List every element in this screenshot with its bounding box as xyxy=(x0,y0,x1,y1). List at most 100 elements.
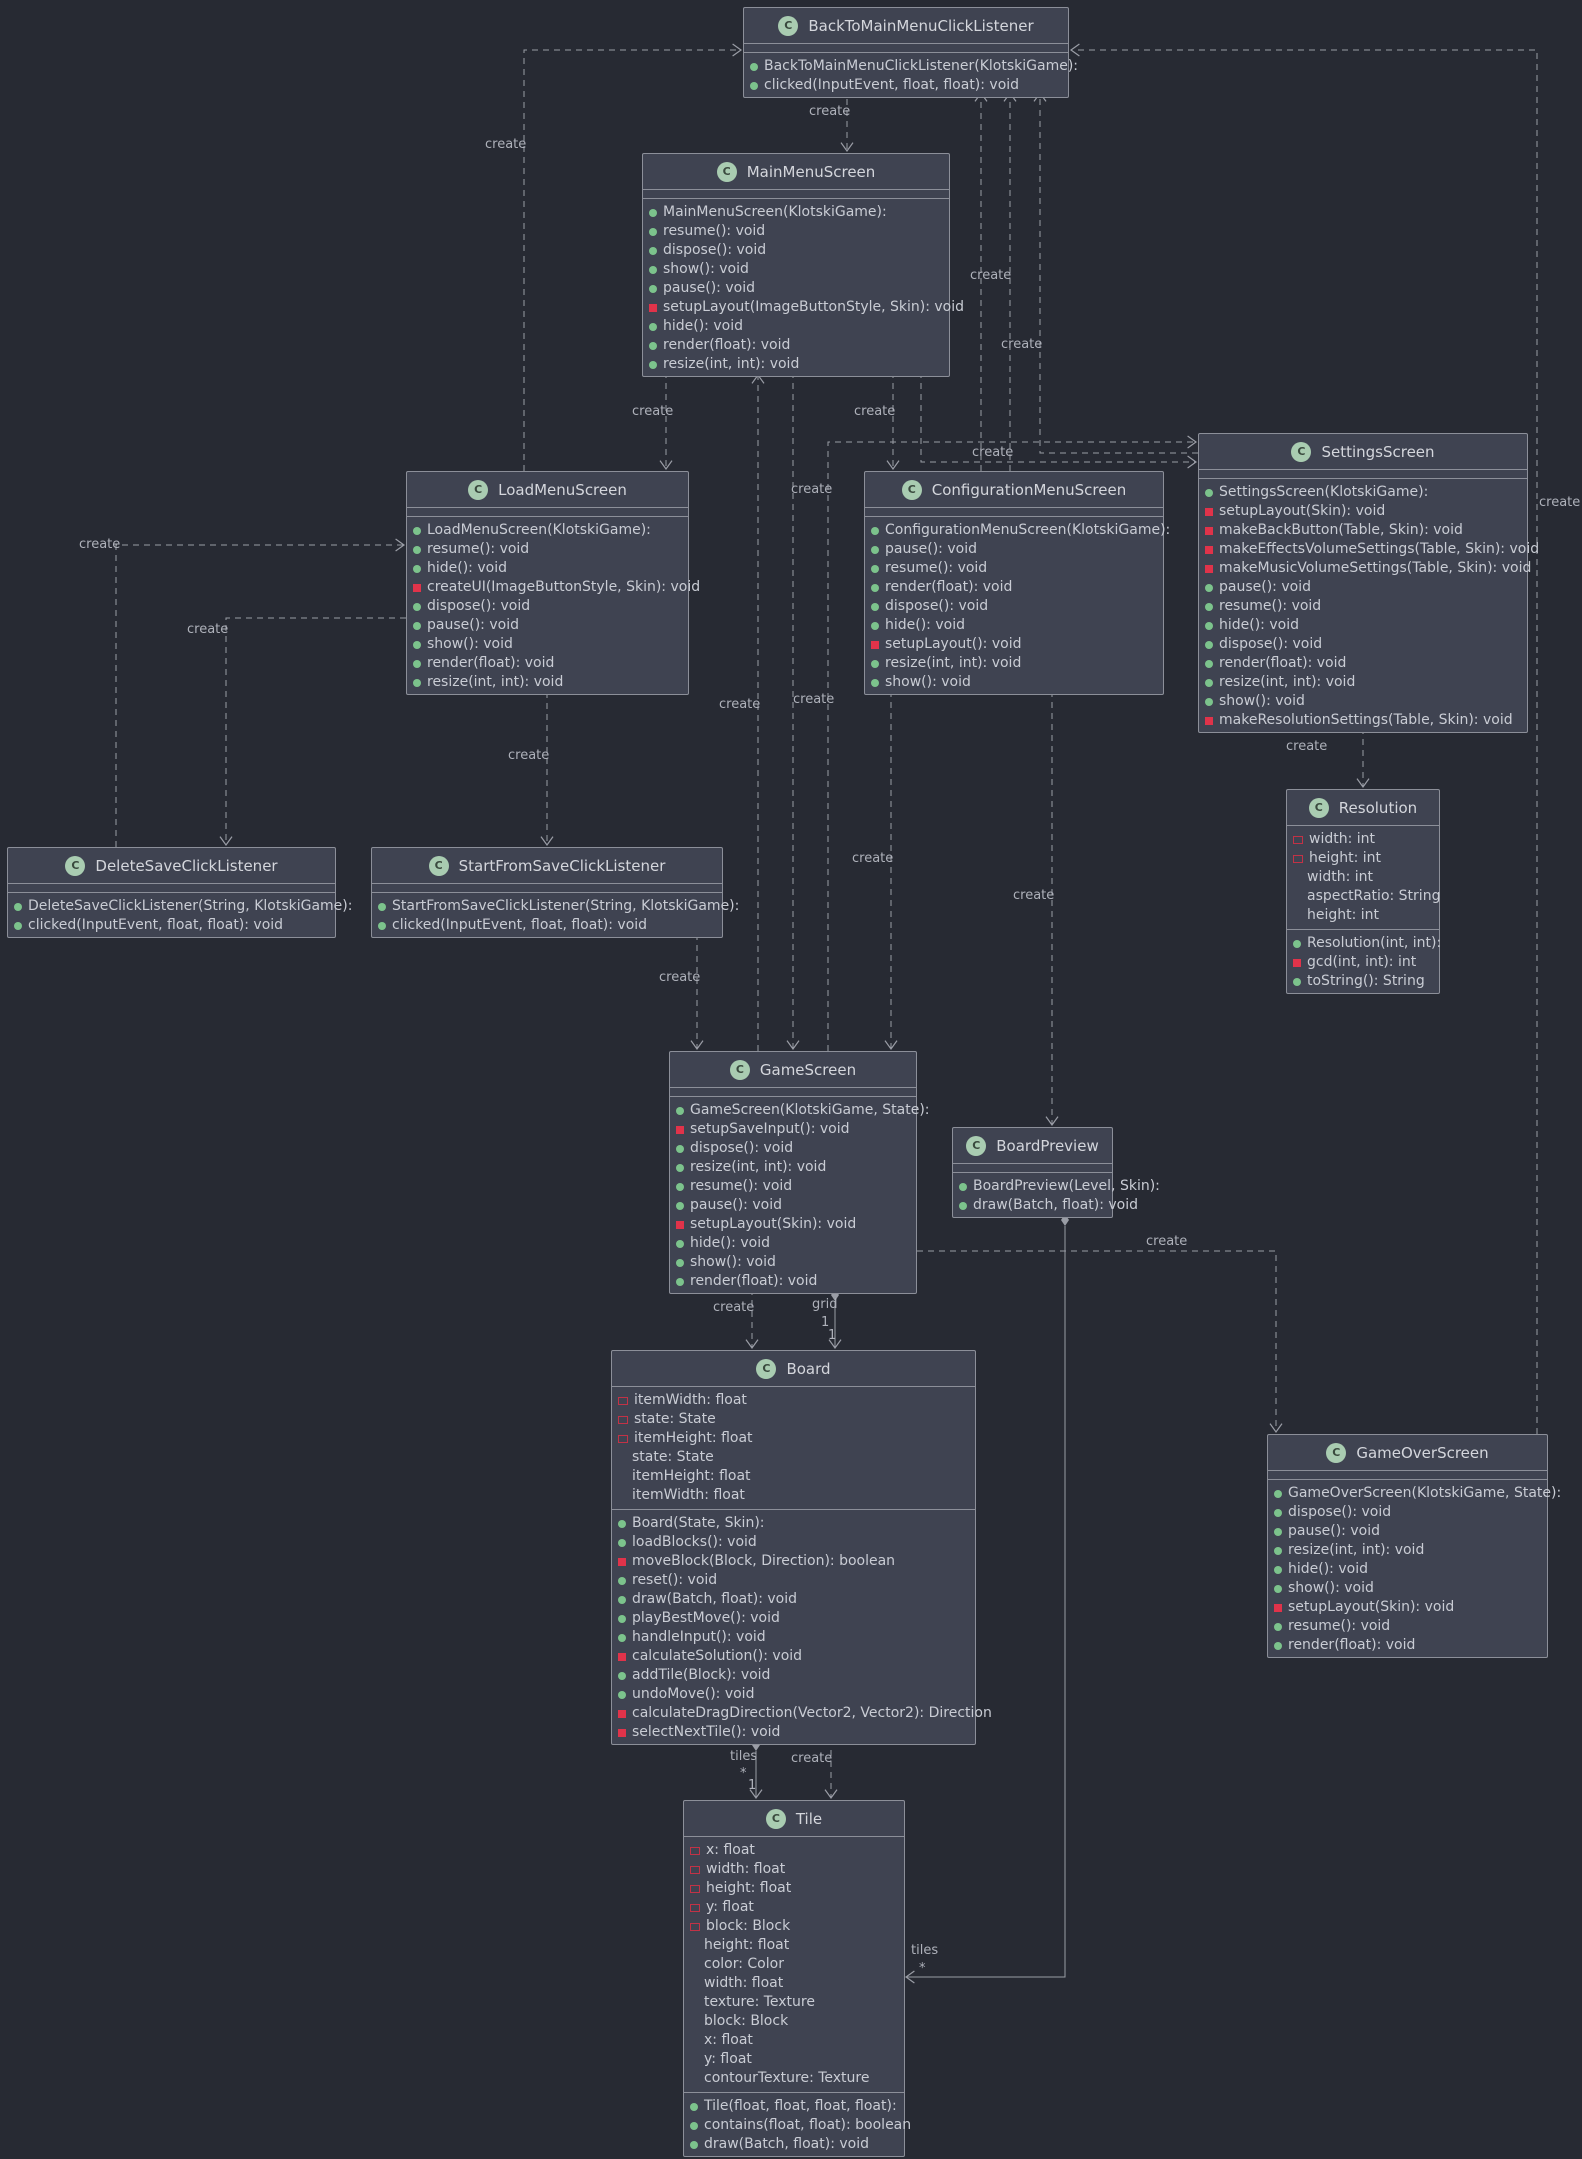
method-row: LoadMenuScreen(KlotskiGame): xyxy=(407,521,688,540)
edge-label-one: 1 xyxy=(821,1315,830,1330)
edge-label-one: 1 xyxy=(748,1778,757,1793)
method-text: SettingsScreen(KlotskiGame): xyxy=(1219,484,1429,500)
private-visibility-icon xyxy=(1293,958,1301,967)
field-text: aspectRatio: String xyxy=(1307,888,1441,904)
method-row: BackToMainMenuClickListener(KlotskiGame)… xyxy=(744,57,1078,76)
method-row: setupSaveInput(): void xyxy=(670,1120,916,1139)
public-visibility-icon xyxy=(649,341,657,350)
method-text: hide(): void xyxy=(690,1235,770,1251)
field-text: x: float xyxy=(704,2032,753,2048)
public-visibility-icon xyxy=(690,2102,698,2111)
field-row: block: Block xyxy=(684,1917,904,1936)
edge-label-create: create xyxy=(485,137,527,152)
method-row: resume(): void xyxy=(670,1177,916,1196)
private-visibility-icon xyxy=(618,1709,626,1718)
field-text: block: Block xyxy=(704,2013,789,2029)
no-visibility-icon xyxy=(1293,912,1301,920)
method-text: handleInput(): void xyxy=(632,1629,766,1645)
field-text: y: float xyxy=(706,1899,754,1915)
public-visibility-icon xyxy=(676,1106,684,1115)
method-row: calculateDragDirection(Vector2, Vector2)… xyxy=(612,1704,992,1723)
field-row: contourTexture: Texture xyxy=(684,2069,904,2088)
arrow-head xyxy=(219,836,233,847)
methods-compartment: ConfigurationMenuScreen(KlotskiGame):pau… xyxy=(865,517,1170,696)
public-visibility-icon xyxy=(649,360,657,369)
public-visibility-icon xyxy=(959,1182,967,1191)
public-visibility-icon xyxy=(871,621,879,630)
method-text: StartFromSaveClickListener(String, Klots… xyxy=(392,898,740,914)
private-visibility-icon xyxy=(649,303,657,312)
edge-label-create: create xyxy=(713,1300,755,1315)
method-text: pause(): void xyxy=(427,617,519,633)
method-text: resize(int, int): void xyxy=(1219,674,1356,690)
method-text: gcd(int, int): int xyxy=(1307,954,1417,970)
method-row: ConfigurationMenuScreen(KlotskiGame): xyxy=(865,521,1170,540)
public-visibility-icon xyxy=(1274,1641,1282,1650)
class-name: Board xyxy=(786,1359,831,1378)
method-text: resume(): void xyxy=(427,541,530,557)
method-text: hide(): void xyxy=(1288,1561,1368,1577)
arrow-head xyxy=(540,836,554,847)
method-row: show(): void xyxy=(1268,1579,1547,1598)
field-row: itemWidth: float xyxy=(612,1486,975,1505)
method-text: show(): void xyxy=(690,1254,776,1270)
method-text: dispose(): void xyxy=(663,242,767,258)
no-visibility-icon xyxy=(690,1980,698,1988)
public-visibility-icon xyxy=(618,1538,626,1547)
method-row: setupLayout(Skin): void xyxy=(1268,1598,1547,1617)
public-visibility-icon xyxy=(14,921,22,930)
public-visibility-icon xyxy=(1205,488,1213,497)
edge-settings-back xyxy=(1039,94,1198,454)
class-badge-icon: C xyxy=(1326,1442,1347,1463)
method-text: resume(): void xyxy=(663,223,766,239)
compartment-divider xyxy=(670,1096,916,1097)
no-visibility-icon xyxy=(690,2056,698,2064)
fields-compartment xyxy=(744,44,1068,52)
public-visibility-icon xyxy=(676,1144,684,1153)
method-row: hide(): void xyxy=(1199,616,1527,635)
method-row: show(): void xyxy=(670,1253,916,1272)
method-row: render(float): void xyxy=(643,336,949,355)
arrow-head xyxy=(395,538,406,552)
method-row: draw(Batch, float): void xyxy=(684,2135,904,2154)
private-visibility-icon xyxy=(618,1728,626,1737)
method-row: Tile(float, float, float, float): xyxy=(684,2097,904,2116)
edge-label-create: create xyxy=(1146,1234,1188,1249)
method-text: makeResolutionSettings(Table, Skin): voi… xyxy=(1219,712,1513,728)
method-row: Resolution(int, int): xyxy=(1287,934,1441,953)
class-badge-icon: C xyxy=(428,855,449,876)
method-row: dispose(): void xyxy=(670,1139,916,1158)
arrow-head xyxy=(732,43,743,57)
method-text: setupLayout(): void xyxy=(885,636,1022,652)
no-visibility-icon xyxy=(690,2075,698,2083)
arrow-head xyxy=(749,1789,763,1800)
field-text: height: int xyxy=(1307,907,1380,923)
edge-loadmenu-back xyxy=(523,49,739,471)
class-name: GameScreen xyxy=(759,1060,857,1079)
method-row: hide(): void xyxy=(670,1234,916,1253)
method-row: createUI(ImageButtonStyle, Skin): void xyxy=(407,578,700,597)
public-visibility-icon xyxy=(649,265,657,274)
method-text: setupSaveInput(): void xyxy=(690,1121,850,1137)
method-row: clicked(InputEvent, float, float): void xyxy=(372,916,722,935)
